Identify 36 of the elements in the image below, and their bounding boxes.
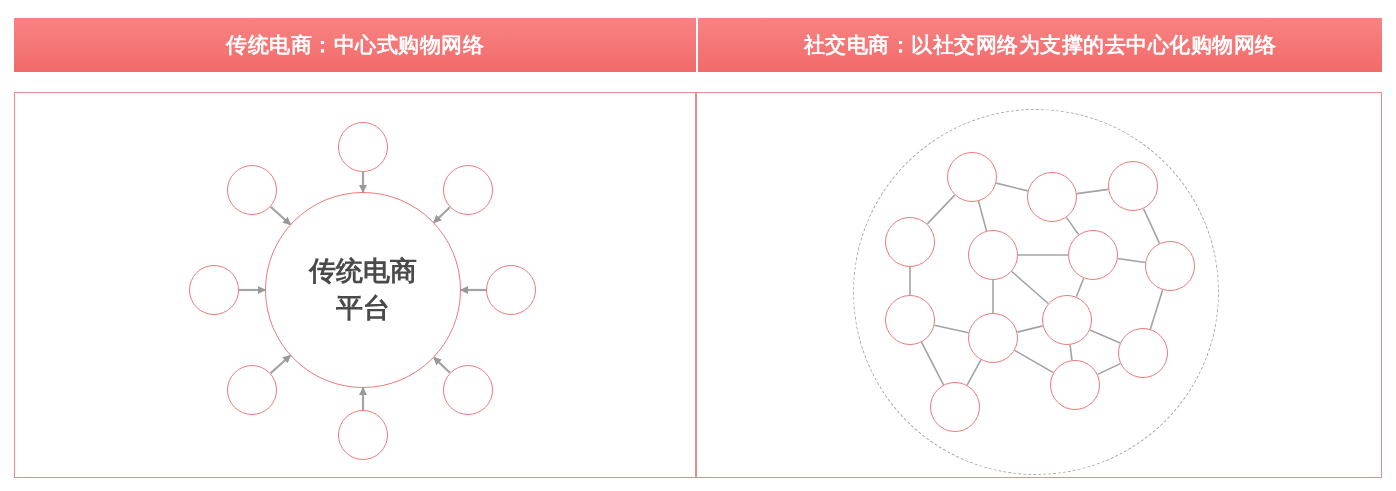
connector-line <box>920 341 945 386</box>
arrow <box>359 172 367 193</box>
connector-line <box>1096 362 1122 376</box>
connector-line <box>1017 254 1069 256</box>
connector-line <box>992 279 994 314</box>
arrow <box>433 206 451 224</box>
connector-line <box>1076 188 1109 195</box>
connector-line <box>1075 277 1085 298</box>
connector-line <box>1065 216 1080 236</box>
connector-line <box>1011 270 1049 305</box>
arrow <box>269 354 291 375</box>
connector-line <box>1016 325 1044 333</box>
panel-frame <box>696 92 1382 478</box>
header-title: 传统电商：中心式购物网络 <box>226 32 484 59</box>
connector-line <box>1013 349 1055 374</box>
header-band <box>14 18 696 72</box>
connector-line <box>1142 207 1161 245</box>
header-title: 社交电商：以社交网络为支撑的去中心化购物网络 <box>803 32 1277 59</box>
connector-line <box>1069 344 1073 361</box>
header-band <box>698 18 1382 72</box>
connector-line <box>995 182 1029 192</box>
arrow <box>239 286 266 294</box>
panel-frame <box>14 92 696 478</box>
connector-line <box>977 200 988 232</box>
connector-line <box>966 359 982 386</box>
connector-line <box>1116 257 1147 264</box>
connector-line <box>926 194 956 225</box>
connector-line <box>1149 289 1164 330</box>
arrow <box>269 205 291 226</box>
connector-line <box>909 266 911 296</box>
platform-label: 传统电商平台 <box>307 254 418 325</box>
arrow <box>433 356 451 374</box>
connector-line <box>1089 329 1121 344</box>
arrow <box>359 387 367 410</box>
connector-line <box>933 324 970 334</box>
arrow <box>460 286 486 294</box>
